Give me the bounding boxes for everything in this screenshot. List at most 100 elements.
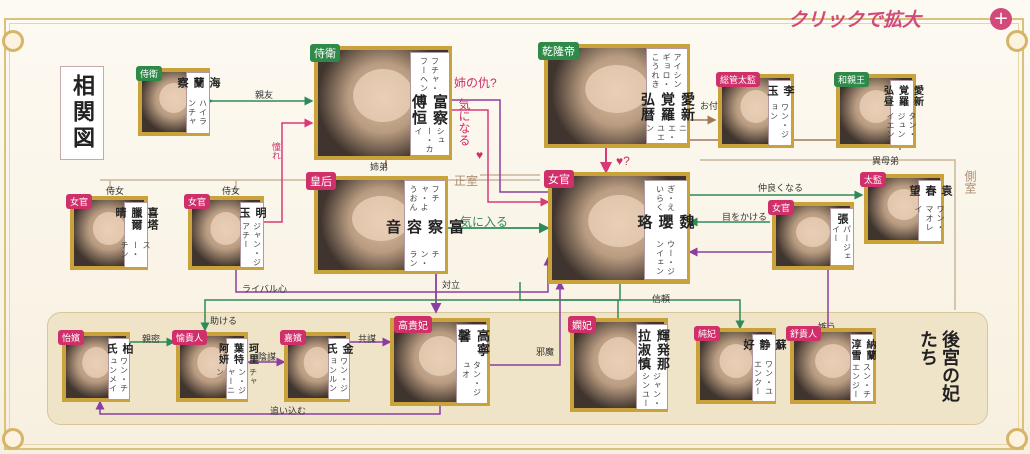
name-text: 愛新覚羅弘暦: [639, 91, 695, 122]
name-kouchuu: 愛新覚羅弘昼タン・ジュンイエン: [882, 80, 923, 146]
role-badge: 高貴妃: [394, 316, 432, 333]
role-badge: 舒貴人: [786, 326, 822, 341]
name-text: 明玉: [238, 207, 267, 219]
name-kenryuutei: アイシンギョロ・こうれき愛新覚羅弘暦ニエ・ユエン: [639, 48, 695, 144]
rel-shinyuu: 親友: [255, 90, 274, 100]
name-text: 柏氏: [105, 343, 134, 355]
actor-text: ジャン・ジアチー: [241, 222, 262, 267]
name-text: 珂里葉特阿妍: [216, 343, 258, 365]
diagram-title: 相関図: [60, 66, 104, 160]
rel-akogare: 憧れ: [271, 142, 281, 160]
rel-nakayoku: 仲良くなる: [758, 183, 804, 193]
name-text: 張: [836, 213, 849, 225]
rel-netamu: 嫉う: [818, 322, 837, 332]
name-kin-shi: 金氏ワン・ジョンルン: [325, 338, 354, 400]
rel-shinrai: 信頼: [652, 294, 671, 304]
heart-question-mark: ?: [623, 154, 630, 168]
role-badge: 女官: [66, 194, 93, 209]
rel-heart-question: ♥?: [616, 154, 630, 168]
name-text: 金氏: [325, 343, 354, 355]
label-sokushitsu: 側室: [963, 170, 977, 194]
role-badge: 嘉嬪: [280, 330, 307, 345]
rel-inbou: 陰謀: [258, 352, 277, 362]
name-haku-shi: 柏氏ワン・チュンメイ: [105, 338, 134, 400]
role-badge: 女官: [544, 170, 574, 188]
actor-text: ワン・ジョンルン: [328, 357, 349, 393]
actor-text: タン・ジュンイエン: [886, 111, 917, 139]
name-text: 魏瓔珞: [635, 214, 696, 231]
rel-kyoubou: 共謀: [358, 334, 377, 344]
name-text: 納蘭淳雪: [849, 339, 875, 361]
role-badge: 愉貴人: [172, 330, 208, 345]
name-text: 富察容音: [384, 219, 465, 236]
actor-text: チャン・ジャーニン: [215, 368, 258, 396]
corner-ornament-bottom-left: [2, 428, 24, 450]
role-badge: 純妃: [694, 326, 721, 341]
name-jun-ki: 輝発那拉淑慎ジャン・シンユー: [635, 324, 669, 410]
heart-icon: ♥: [476, 148, 484, 162]
rel-otsukae: お付き: [700, 101, 728, 111]
actor-text: ウー・ジンイェン: [655, 240, 676, 277]
name-jun-hi: 蘇静好ワン・ユエンクー: [742, 334, 787, 402]
name-gi-eiraku: ぎ・えいらく魏瓔珞ウー・ジンイェン: [636, 180, 696, 280]
reading-text: ハイランチャ: [187, 99, 208, 127]
name-text: 富察傅恒: [410, 94, 449, 127]
name-kou-neikin: 高寧馨タン・ジュオ: [455, 324, 489, 404]
corner-ornament-bottom-right: [1006, 428, 1028, 450]
actor-text: ワン・チュンメイ: [108, 357, 129, 393]
name-meigyoku: 明玉ジャン・ジアチー: [238, 202, 267, 268]
rel-ki-ni-iru: 気に入る: [460, 215, 509, 229]
name-text: 蘇静好: [742, 339, 787, 351]
name-text: 喜塔臘爾晴: [114, 207, 159, 231]
rel-me-wo-kakeru: 目をかける: [722, 212, 768, 222]
rel-ibo-otouto: 異母弟: [872, 156, 900, 166]
rel-jijo-2: 侍女: [222, 186, 241, 196]
actor-text: ジャン・シンユー: [641, 372, 662, 409]
reading-text: フチャ・フーヘン: [419, 57, 440, 93]
role-badge: 女官: [184, 194, 211, 209]
zoom-in-icon[interactable]: +: [990, 8, 1012, 30]
role-badge: 和親王: [834, 72, 870, 87]
rel-shinmitsu: 親密: [142, 334, 161, 344]
role-badge: 侍衛: [136, 66, 163, 81]
click-to-enlarge-link[interactable]: クリックで拡大: [788, 9, 922, 31]
name-text: 袁春望: [908, 185, 953, 197]
name-text: 愛新覚羅弘昼: [881, 85, 923, 107]
name-text: 李玉: [766, 85, 795, 97]
outer-border: [4, 18, 1024, 450]
name-text: 高寧馨: [455, 329, 489, 357]
reading-text: アイシンギョロ・こうれき: [651, 53, 682, 89]
actor-text: ワン・ユエンクー: [753, 359, 774, 396]
inner-border: [9, 23, 1019, 445]
name-chou: 張パージェイー: [830, 208, 854, 266]
rel-ane-no-kataki: 姉の仇?: [454, 76, 497, 90]
actor-text: チン・ラン: [409, 249, 440, 268]
corner-ornament-top-right: [1006, 30, 1028, 52]
name-fucha-fuheng: フチャ・フーヘン富察傅恒シュー・カイ: [410, 52, 450, 156]
name-kitaku: 喜塔臘爾晴スー・チン: [114, 202, 159, 268]
actor-text: ニエ・ユエン: [645, 123, 688, 142]
role-badge: 女官: [768, 200, 795, 215]
reading-text: フチャ・ようおん: [409, 185, 440, 212]
role-badge: 乾隆帝: [538, 42, 579, 60]
rel-tairitsu: 対立: [442, 280, 461, 290]
role-badge: 皇后: [306, 172, 336, 190]
harem-title: 後宮の妃たち: [917, 330, 960, 402]
role-badge: 太監: [860, 172, 887, 187]
name-en-shunbou: 袁春望ワン・マオレイ: [908, 180, 953, 242]
rel-jama: 邪魔: [536, 347, 555, 357]
actor-text: パージェイー: [831, 225, 852, 261]
role-badge: 総管太監: [716, 72, 761, 87]
reading-text: ぎ・えいらく: [655, 185, 676, 212]
name-fucha-youon: フチャ・ようおん富察容音チン・ラン: [384, 180, 465, 272]
name-text: 海蘭察: [176, 77, 221, 89]
rel-jijo-1: 侍女: [106, 186, 125, 196]
name-kariyou: 珂里葉特阿妍チャン・ジャーニン: [216, 338, 258, 400]
role-badge: 侍衛: [310, 44, 340, 62]
name-text: 輝発那拉淑慎: [635, 329, 669, 371]
actor-text: ワン・ジョン: [769, 103, 790, 140]
actor-text: スー・チン: [120, 241, 151, 260]
actor-text: ワン・マオレイ: [914, 205, 945, 233]
actor-text: タン・ジュオ: [461, 361, 482, 398]
rel-rival: ライバル心: [242, 284, 287, 294]
